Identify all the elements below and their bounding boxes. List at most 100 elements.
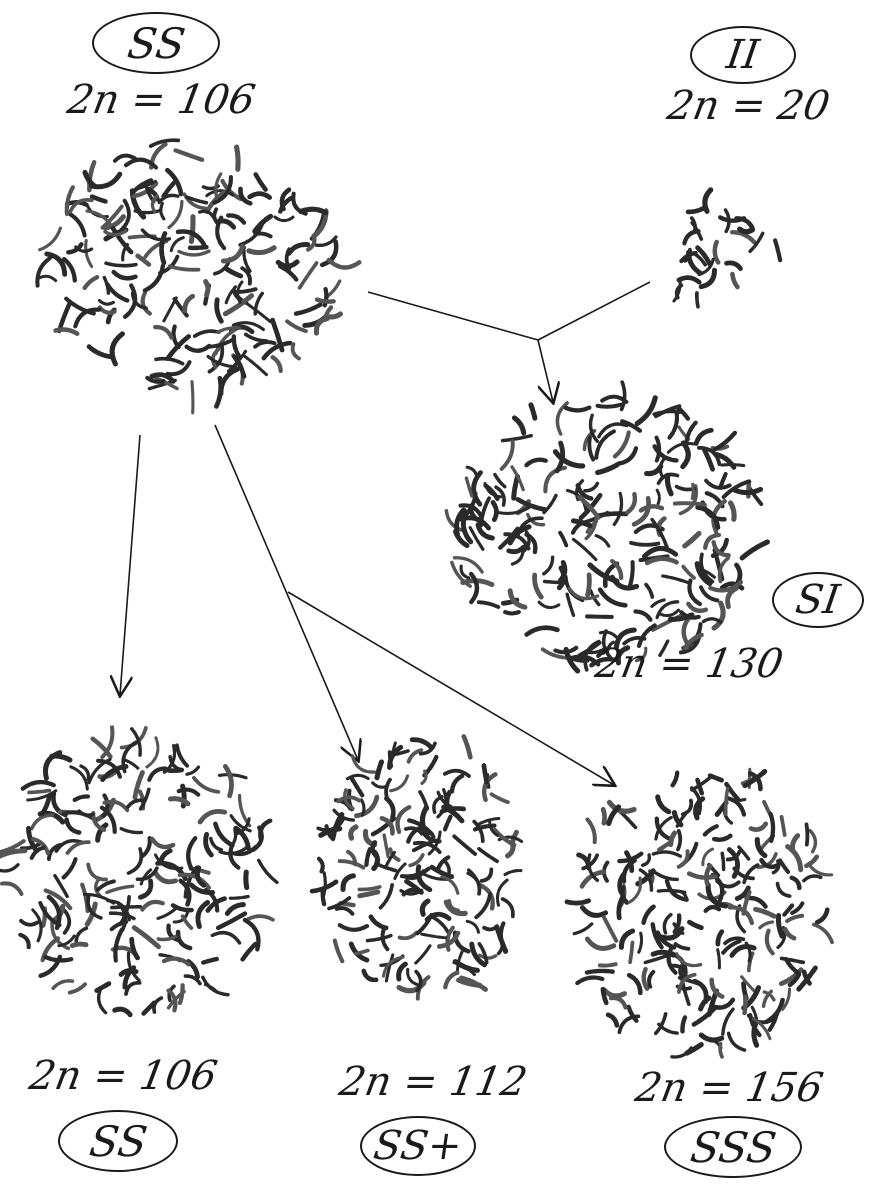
chromosome (200, 811, 225, 822)
chromosome (264, 343, 290, 358)
chromosome (782, 958, 804, 962)
chromosome (527, 460, 546, 465)
chromosome (275, 217, 293, 221)
chromosome (608, 1015, 617, 1026)
chromosome (527, 628, 558, 635)
chromosome (670, 412, 677, 438)
chromosome (102, 727, 112, 757)
chromosome-spread-ss-parent (37, 140, 359, 413)
chromosome (653, 952, 673, 955)
chromosome (273, 357, 281, 371)
chromosome (316, 319, 327, 334)
chromosome (659, 1024, 677, 1033)
chromosome (343, 876, 353, 890)
chromosome (174, 327, 179, 348)
chromosome (643, 855, 650, 865)
chromosome (230, 897, 248, 899)
chromosome (484, 927, 497, 930)
chromosome (422, 901, 428, 914)
chromosome (55, 876, 67, 897)
chromosome (218, 914, 245, 928)
chromosome (717, 881, 739, 886)
chromosome (756, 909, 775, 916)
chromosome-count-ss-parent: 2n = 106 (64, 80, 258, 120)
chromosome (340, 861, 364, 868)
chromosome (598, 405, 622, 407)
chromosome (319, 859, 323, 873)
chromosome (682, 1017, 685, 1031)
chromosome (729, 1033, 745, 1050)
chromosome (326, 314, 341, 317)
chromosome (335, 941, 343, 962)
genome-label-si-hybrid: SI (772, 572, 864, 628)
genome-label-ii-parent: II (690, 26, 796, 84)
chromosome (20, 935, 28, 947)
chromosome (115, 930, 122, 961)
chromosome (89, 759, 110, 782)
chromosome (495, 475, 505, 487)
chromosome (170, 799, 188, 804)
chromosome (647, 559, 677, 563)
chromosome (609, 807, 619, 824)
arrow-junction-to-si (538, 340, 553, 402)
chromosome (723, 1009, 733, 1034)
chromosome (718, 950, 720, 968)
chromosome (115, 1009, 130, 1015)
chromosome (447, 792, 450, 804)
chromosome (409, 750, 422, 762)
chromosome (164, 298, 176, 321)
chromosome (433, 917, 448, 932)
chromosome (706, 866, 710, 884)
chromosome (503, 436, 532, 441)
chromosome (366, 849, 369, 865)
chromosome (688, 604, 705, 611)
chromosome (653, 852, 680, 856)
chromosome (194, 778, 218, 792)
chromosome (726, 789, 728, 815)
chromosome (664, 915, 671, 933)
arrows (120, 282, 650, 785)
chromosome (21, 921, 37, 925)
chromosome (614, 493, 621, 524)
chromosome (185, 296, 193, 311)
chromosome (706, 481, 730, 488)
chromosome (679, 278, 699, 283)
chromosome (142, 902, 163, 910)
chromosome (65, 911, 70, 933)
genome-label-ss-parent: SS (92, 12, 220, 74)
chromosome (227, 269, 241, 276)
chromosome (171, 238, 183, 251)
chromosome (703, 849, 713, 865)
chromosome (70, 214, 85, 236)
chromosome (212, 933, 239, 943)
chromosome (112, 334, 122, 364)
chromosome (237, 147, 239, 169)
chromosome (126, 983, 140, 994)
chromosome (587, 616, 612, 617)
chromosome (317, 300, 334, 302)
chromosome (410, 855, 423, 866)
chromosome (156, 359, 183, 364)
chromosome (807, 824, 808, 844)
chromosome (316, 237, 336, 245)
chromosome (155, 327, 171, 337)
chromosome (223, 246, 242, 261)
chromosome (198, 903, 208, 927)
chromosome (809, 864, 832, 875)
chromosome (455, 558, 483, 572)
chromosome (627, 494, 635, 512)
chromosome (40, 228, 61, 250)
chromosome (505, 871, 521, 875)
chromosome (38, 276, 56, 280)
chromosome (259, 860, 277, 882)
chromosome (143, 293, 150, 314)
chromosome (106, 263, 136, 266)
chromosome (246, 334, 268, 341)
chromosome (587, 939, 613, 948)
chromosome (464, 737, 471, 758)
chromosome (23, 782, 54, 789)
chromosome (577, 977, 602, 983)
chromosome (381, 885, 393, 908)
chromosome (778, 884, 790, 897)
